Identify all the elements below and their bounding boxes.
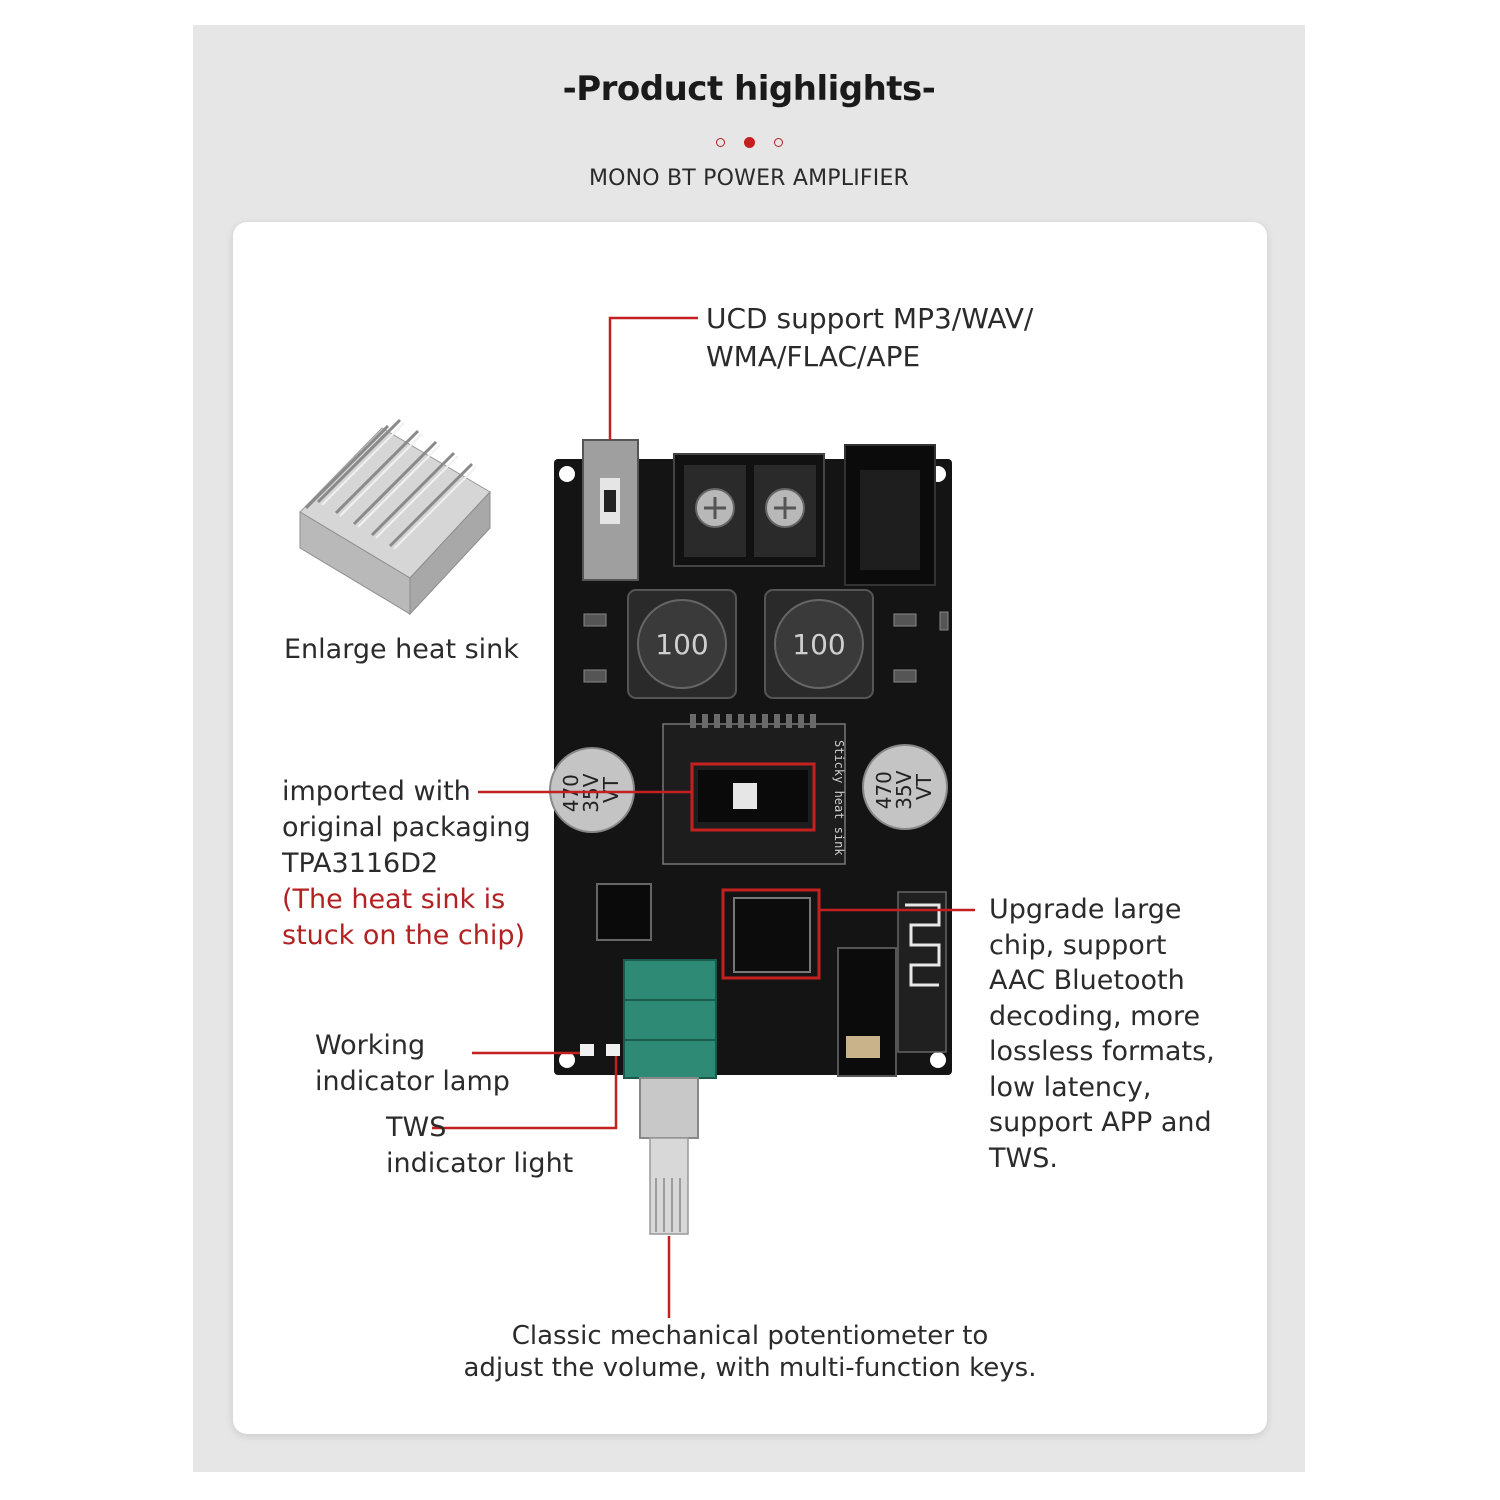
- svg-text:470 35V VT: 470 35V VT: [872, 764, 936, 810]
- chip-callout: imported with original packaging TPA3116…: [282, 776, 531, 951]
- amplifier-board: 100 100 Sticky heat sink 470 35V: [549, 439, 952, 1235]
- potentiometer-callout: Classic mechanical potentiometer to adju…: [463, 1321, 1037, 1383]
- bluetooth-chip: [733, 897, 811, 973]
- bluetooth-chip-highlight-box: [721, 888, 821, 980]
- working-lamp-callout: Working indicator lamp: [315, 1030, 510, 1097]
- chip-note: (The heat sink is: [282, 884, 506, 915]
- capacitor-right: [862, 744, 948, 830]
- inductor-left-marking: 100: [655, 628, 708, 661]
- potentiometer-body: [623, 959, 717, 1079]
- dot-filled: [743, 137, 755, 148]
- working-indicator-lamp: [580, 1044, 594, 1056]
- heat-sink-image: [299, 418, 491, 616]
- inductor-right-marking: 100: [792, 628, 845, 661]
- page-subtitle: MONO BT POWER AMPLIFIER: [588, 166, 910, 191]
- dot-outline-left: [715, 138, 725, 147]
- potentiometer-collar: [639, 1077, 699, 1139]
- tws-indicator-light: [606, 1044, 620, 1056]
- tws-light-callout: TWS indicator light: [386, 1112, 574, 1179]
- dot-outline-right: [773, 138, 783, 147]
- heat-sink-label: Enlarge heat sink: [284, 634, 519, 665]
- ucd-callout: UCD support MP3/WAV/ WMA/FLAC/APE: [706, 302, 1034, 373]
- leader-lines: [432, 316, 975, 1318]
- page-title: -Product highlights-: [562, 69, 936, 109]
- bluetooth-chip-callout: Upgrade large chip, support AAC Bluetoot…: [989, 894, 1215, 1174]
- sticker-text: Sticky heat sink: [832, 740, 846, 856]
- capacitor-left: [549, 747, 635, 833]
- regulator: [596, 883, 652, 941]
- chip-highlight-box: [690, 762, 816, 832]
- title-dots: [193, 137, 1305, 148]
